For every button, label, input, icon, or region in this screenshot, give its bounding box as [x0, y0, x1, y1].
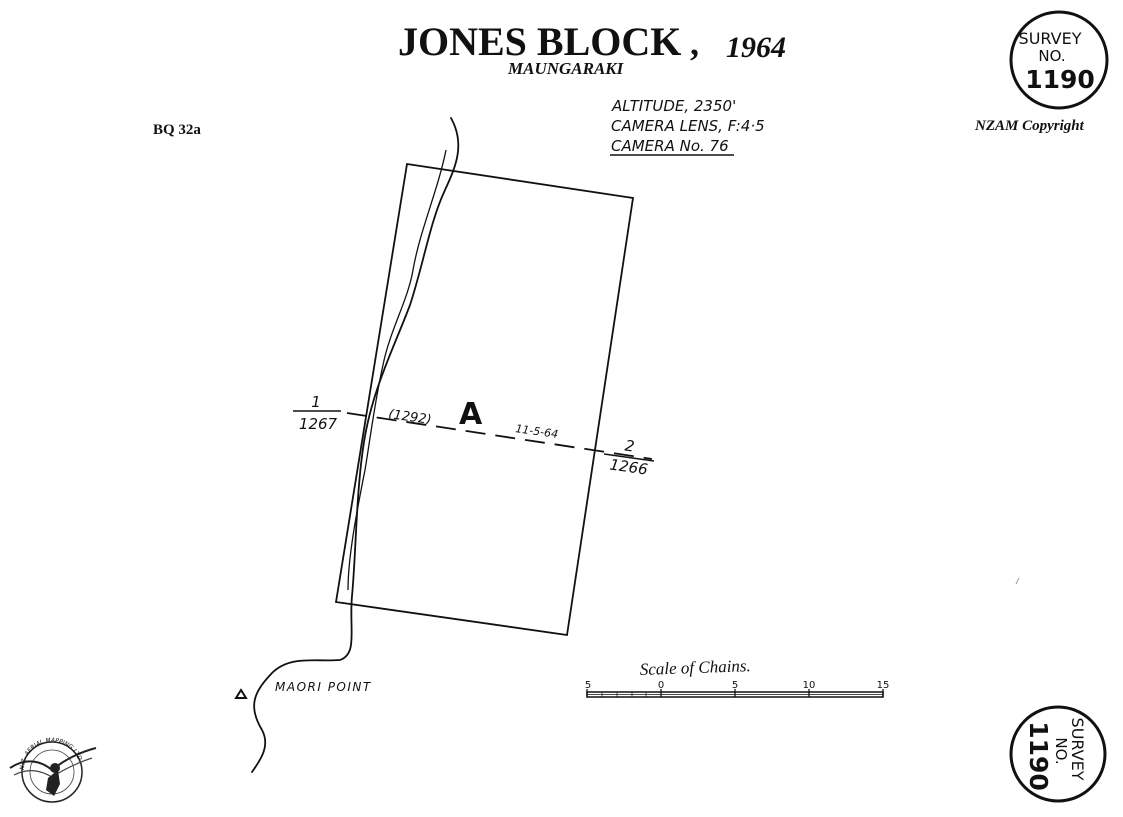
- locality-name: MAUNGARAKI: [507, 59, 625, 78]
- flight-start-label: 1 1267: [293, 393, 341, 433]
- camera-number-text: CAMERA No. 76: [611, 137, 729, 155]
- sheet-reference: BQ 32a: [153, 122, 201, 138]
- scale-title: Scale of Chains.: [639, 656, 751, 679]
- landmark-maori-point: MAORI POINT: [234, 680, 372, 699]
- stamp-bottom-number: 1190: [1024, 721, 1053, 791]
- title-comma: ,: [690, 23, 699, 63]
- scale-bar: Scale of Chains. 5 0 5 10 15: [585, 656, 890, 698]
- faint-mark: [1015, 577, 1020, 585]
- camera-lens-text: CAMERA LENS, F:4·5: [611, 117, 765, 135]
- trig-triangle-icon: [234, 688, 248, 699]
- scale-tick-label-2: 5: [732, 680, 738, 691]
- stamp-circle-top: [1009, 10, 1109, 110]
- title-year: 1964: [726, 31, 786, 64]
- start-frame-number: 1: [311, 393, 321, 411]
- copyright-notice: NZAM Copyright: [974, 118, 1085, 134]
- scale-tick-label-3: 10: [803, 680, 816, 691]
- scale-tick-label-4: 15: [877, 680, 890, 691]
- end-fraction-bar: [603, 453, 655, 462]
- stamp-top-line2: NO.: [1038, 47, 1065, 65]
- end-frame-number: 2: [624, 436, 636, 455]
- start-negative-number: 1267: [299, 415, 338, 433]
- survey-stamp-bottom: SURVEY NO. 1190: [1009, 705, 1107, 803]
- stream-bank-line: [347, 149, 447, 591]
- flight-line-path: [346, 412, 653, 460]
- altitude-text: ALTITUDE, 2350': [611, 97, 736, 115]
- flight-date: 11-5-64: [515, 422, 559, 441]
- landmark-label: MAORI POINT: [275, 680, 372, 694]
- stream-line: [251, 117, 460, 773]
- survey-stamp-top: SURVEY NO. 1190: [1009, 10, 1109, 110]
- photo-coverage-frame: [334, 162, 635, 637]
- scale-tick-label-0: 5: [585, 680, 591, 691]
- scale-tick-label-1: 0: [658, 680, 664, 691]
- flight-line: A (1292) 11-5-64 1 1267 2 1266: [293, 393, 655, 479]
- stamp-bottom-line2: NO.: [1052, 737, 1070, 764]
- flight-line-reference: (1292): [387, 407, 432, 428]
- map-title: JONES BLOCK , 1964 MAUNGARAKI: [398, 19, 786, 78]
- title-main: JONES BLOCK: [398, 19, 681, 64]
- flight-info: ALTITUDE, 2350' CAMERA LENS, F:4·5 CAMER…: [610, 97, 765, 156]
- logo-camera-icon: [50, 763, 60, 773]
- stamp-bottom-line1: SURVEY: [1068, 718, 1087, 781]
- stamp-circle-bottom: [1009, 705, 1107, 803]
- stamp-top-number: 1190: [1025, 65, 1095, 94]
- logo-map-icon: [46, 770, 60, 796]
- end-negative-number: 1266: [609, 455, 649, 478]
- stamp-top-line1: SURVEY: [1019, 29, 1082, 48]
- flight-end-label: 2 1266: [603, 436, 655, 479]
- run-label: A: [459, 397, 483, 432]
